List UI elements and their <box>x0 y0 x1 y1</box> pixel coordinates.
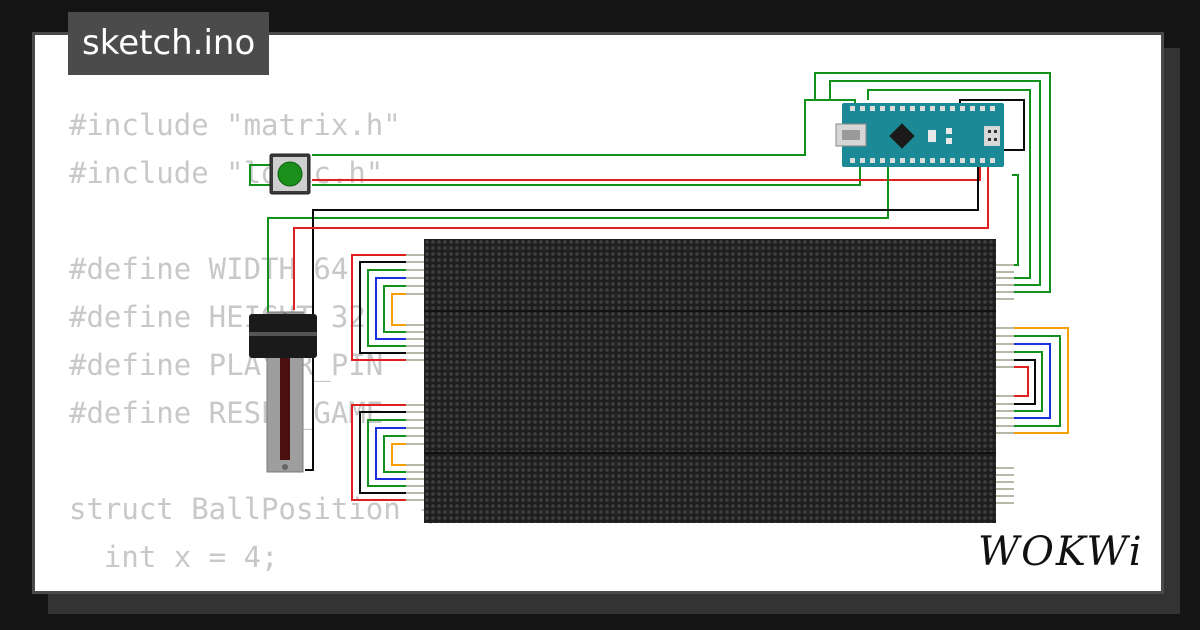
wire-green <box>867 89 1031 279</box>
wire-green <box>814 72 1051 293</box>
wire-green <box>1012 351 1043 412</box>
wire-green <box>383 435 410 473</box>
matrix-pins <box>406 254 1014 504</box>
code-line: #include "matrix.h" <box>69 108 401 142</box>
led-matrix[interactable] <box>406 239 1014 523</box>
wire-blue <box>375 277 410 340</box>
wire-orange <box>1012 327 1069 434</box>
wire-red <box>1012 366 1029 397</box>
pushbutton[interactable] <box>269 153 311 195</box>
wire-red <box>351 404 410 501</box>
wire-green <box>829 80 1041 286</box>
wire-red <box>293 165 989 310</box>
wire-red <box>312 165 981 181</box>
wire-green <box>1012 335 1061 427</box>
led-matrix-panel <box>424 383 996 453</box>
code-line: #define WIDTH 64 <box>69 252 349 286</box>
arduino-nano[interactable] <box>835 103 1004 167</box>
wire-black <box>305 165 979 471</box>
wire-green <box>249 164 270 186</box>
code-line: int y = 4; <box>69 581 436 591</box>
slide-potentiometer[interactable] <box>249 311 317 473</box>
wire-orange <box>391 443 410 466</box>
wire-blue <box>375 427 410 480</box>
nano-pins <box>850 106 995 163</box>
wire-green <box>367 269 410 347</box>
wire-red <box>351 254 410 361</box>
wokwi-logo: WOKWi <box>978 529 1144 575</box>
wire-green <box>1012 174 1019 266</box>
wire-green <box>367 419 410 487</box>
wire-blue <box>1012 343 1051 419</box>
led-matrix-panel <box>424 311 996 383</box>
wire-black <box>359 261 410 354</box>
code-line: int x = 4; <box>69 540 279 574</box>
file-title: sketch.ino <box>68 12 270 75</box>
button-cap-icon <box>277 161 303 187</box>
wire-black <box>359 411 410 494</box>
wire-green <box>312 165 861 186</box>
led-matrix-panel <box>424 239 996 311</box>
wire-black <box>1012 359 1036 405</box>
led-matrix-panel <box>424 453 996 523</box>
wire-orange <box>391 293 410 326</box>
chip-icon <box>889 123 915 149</box>
wire-green <box>383 285 410 333</box>
wire-green <box>312 99 856 156</box>
